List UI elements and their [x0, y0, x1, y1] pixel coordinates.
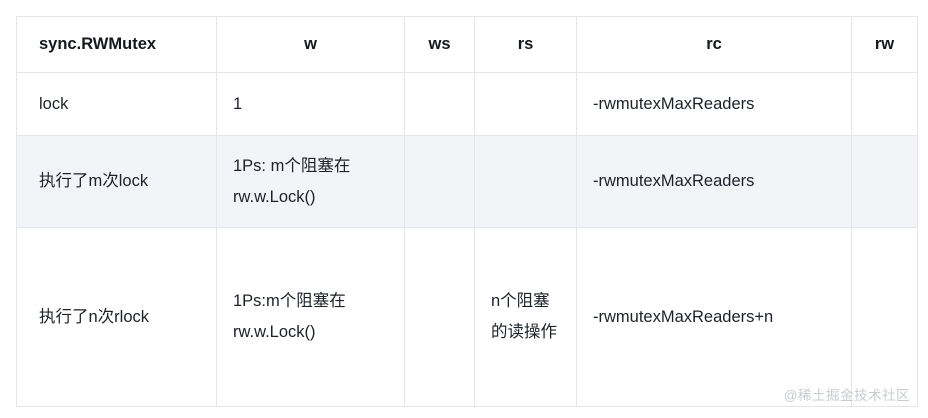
cell-ws	[404, 135, 475, 228]
cell-rc: -rwmutexMaxReaders	[576, 72, 852, 136]
cell-rc: -rwmutexMaxReaders+n	[576, 227, 852, 407]
table-row: 执行了n次rlock 1Ps:m个阻塞在 rw.w.Lock() n个阻塞的读操…	[16, 227, 918, 407]
cell-rs: n个阻塞的读操作	[474, 227, 577, 407]
cell-rs	[474, 135, 577, 228]
cell-rw	[851, 135, 918, 228]
cell-w: 1Ps: m个阻塞在 rw.w.Lock()	[216, 135, 405, 228]
cell-rs	[474, 72, 577, 136]
table-row: lock 1 -rwmutexMaxReaders	[16, 72, 918, 136]
table-header-row: sync.RWMutex w ws rs rc rw	[16, 16, 918, 73]
column-header-rw: rw	[851, 16, 918, 73]
rwmutex-state-table-container: sync.RWMutex w ws rs rc rw lock 1 -rwmut…	[16, 16, 918, 407]
table-row: 执行了m次lock 1Ps: m个阻塞在 rw.w.Lock() -rwmute…	[16, 135, 918, 228]
cell-rw	[851, 227, 918, 407]
cell-rw	[851, 72, 918, 136]
cell-w: 1	[216, 72, 405, 136]
cell-rc: -rwmutexMaxReaders	[576, 135, 852, 228]
cell-operation: lock	[16, 72, 217, 136]
rwmutex-state-table: sync.RWMutex w ws rs rc rw lock 1 -rwmut…	[16, 16, 918, 407]
column-header-w: w	[216, 16, 405, 73]
column-header-rs: rs	[474, 16, 577, 73]
table-header: sync.RWMutex w ws rs rc rw	[16, 16, 918, 73]
column-header-sync-rwmutex: sync.RWMutex	[16, 16, 217, 73]
cell-operation: 执行了m次lock	[16, 135, 217, 228]
cell-ws	[404, 227, 475, 407]
cell-ws	[404, 72, 475, 136]
cell-w: 1Ps:m个阻塞在 rw.w.Lock()	[216, 227, 405, 407]
cell-operation: 执行了n次rlock	[16, 227, 217, 407]
table-body: lock 1 -rwmutexMaxReaders 执行了m次lock 1Ps:…	[16, 72, 918, 407]
column-header-ws: ws	[404, 16, 475, 73]
column-header-rc: rc	[576, 16, 852, 73]
